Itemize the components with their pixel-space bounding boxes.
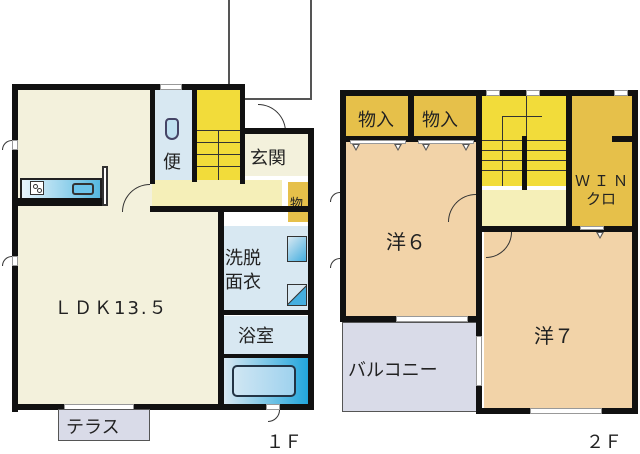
closet-b <box>414 96 476 138</box>
wall <box>12 84 18 412</box>
wall <box>566 90 572 230</box>
walkin-label-2: クロ <box>586 190 617 208</box>
wall <box>240 128 314 134</box>
wall <box>612 136 634 142</box>
wall <box>340 90 346 322</box>
room-ldk <box>14 86 154 408</box>
room-entrance <box>242 134 308 176</box>
western-7-label: 洋７ <box>534 324 574 348</box>
side-door-2f-2 <box>330 258 340 268</box>
wall <box>482 226 634 232</box>
sink-vanity-icon <box>287 284 307 306</box>
bathtub-icon <box>232 365 296 397</box>
window <box>476 336 482 386</box>
closet-door <box>350 140 406 144</box>
window <box>486 90 500 96</box>
door-marker <box>394 144 402 151</box>
side-door-2f-1 <box>330 192 340 202</box>
room-bathroom <box>224 316 308 354</box>
wall <box>12 404 314 410</box>
walkin-label-1: ＷＩＮ <box>575 172 633 190</box>
wall <box>220 354 312 358</box>
wall <box>192 84 197 182</box>
door-marker <box>462 144 470 151</box>
balcony-label: バルコニー <box>348 360 438 381</box>
window <box>12 140 18 150</box>
door-marker <box>596 232 604 239</box>
window <box>526 90 540 96</box>
side-door-2 <box>2 256 12 266</box>
wall <box>632 90 638 414</box>
counter-side <box>102 166 108 206</box>
washing-machine-icon <box>287 236 307 262</box>
door-marker <box>422 144 430 151</box>
stair-rail <box>502 116 503 186</box>
floor-1-label: １Ｆ <box>266 432 302 453</box>
closet-a-label: 物入 <box>358 110 394 131</box>
western-6-label: 洋６ <box>386 230 426 254</box>
window <box>12 256 18 266</box>
room-western-6 <box>346 142 476 318</box>
wall <box>18 198 102 206</box>
room-ldk-ext <box>154 210 222 408</box>
entrance-label: 玄関 <box>250 148 286 169</box>
side-door-1 <box>2 140 12 150</box>
wall <box>150 84 155 184</box>
parking-outline <box>228 0 312 100</box>
sink-icon <box>72 183 94 195</box>
storage-1f <box>288 182 308 222</box>
toilet-icon <box>165 118 179 140</box>
terrace <box>58 409 150 441</box>
hallway-1f <box>152 180 282 210</box>
wall <box>240 84 245 184</box>
wall <box>218 206 224 408</box>
closet-b-label: 物入 <box>422 110 458 131</box>
balcony <box>342 322 478 412</box>
stair-rail <box>218 130 219 180</box>
bath-door-swing <box>268 410 280 422</box>
washroom-label-1: 洗脱 <box>225 248 261 269</box>
window <box>396 316 468 322</box>
window <box>530 408 602 414</box>
toilet-label: 便 <box>163 152 181 173</box>
hallway-2f <box>482 190 566 226</box>
terrace-label: テラス <box>66 417 120 438</box>
room-western-7 <box>484 232 632 408</box>
washroom-label-2: 面衣 <box>225 272 261 293</box>
wall <box>150 206 312 212</box>
window <box>614 90 628 96</box>
closet-door <box>418 140 474 144</box>
stove-icon <box>30 181 44 195</box>
ldk-label: ＬＤＫ13.５ <box>54 298 169 319</box>
stair-center-wall <box>522 136 527 190</box>
window <box>160 84 182 90</box>
stair-step <box>502 116 542 117</box>
walkin-closet <box>572 96 632 226</box>
wall <box>408 90 414 142</box>
window <box>266 404 280 410</box>
wall <box>346 136 476 142</box>
wall <box>12 84 154 90</box>
wall <box>476 90 482 414</box>
door-marker <box>352 144 360 151</box>
closet-a <box>346 96 408 138</box>
wall <box>192 84 244 90</box>
wall <box>308 128 314 410</box>
closet-door <box>580 226 604 230</box>
bathroom-label: 浴室 <box>238 326 274 347</box>
wall <box>220 310 312 315</box>
floor-2-label: ２Ｆ <box>586 432 622 453</box>
